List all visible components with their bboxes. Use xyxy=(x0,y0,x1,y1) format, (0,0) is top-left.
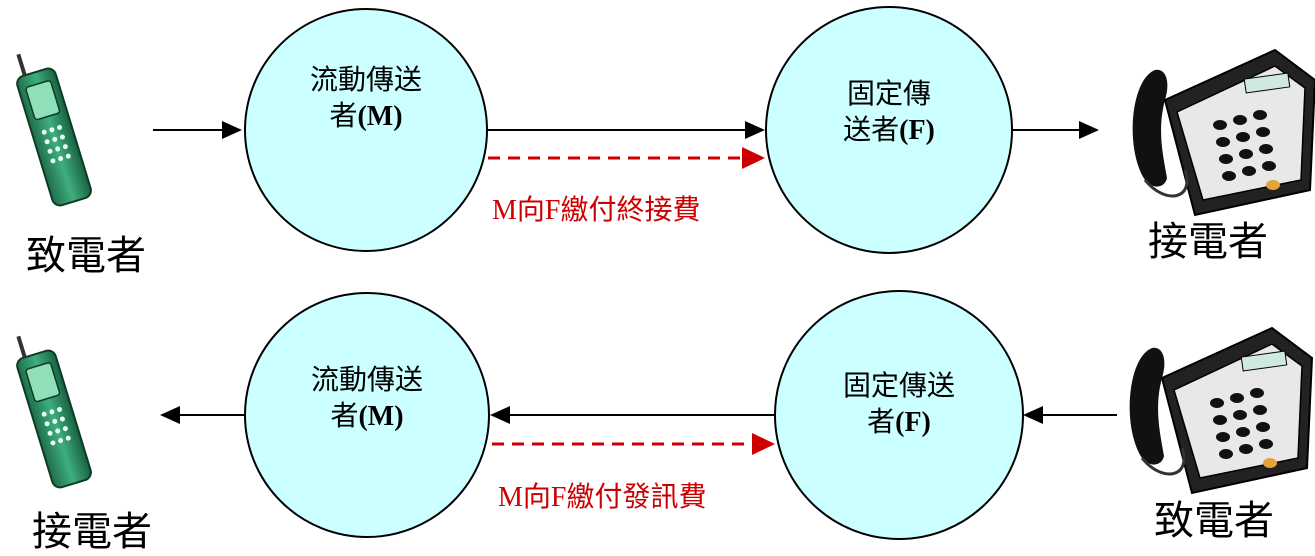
bottom-call-arrow-mobile-to-callee xyxy=(160,406,245,424)
desk-phone-icon xyxy=(1129,326,1314,495)
top-fixed-node-text: 固定傳 送者(F) xyxy=(789,76,989,149)
bottom-fee-arrow xyxy=(492,433,775,455)
bottom-callee-label: 接電者 xyxy=(32,509,152,555)
bottom-mobile-node-line2: 者(M) xyxy=(330,399,404,432)
bottom-mobile-node-line1: 流動傳送 xyxy=(310,363,423,396)
bottom-caller-label: 致電者 xyxy=(1154,498,1274,544)
bottom-mobile-node-text: 流動傳送 者(M) xyxy=(267,362,467,435)
desk-phone-icon xyxy=(1132,48,1315,217)
top-call-arrow-fixed-to-callee xyxy=(1012,121,1099,139)
top-call-arrow-caller-to-mobile xyxy=(153,121,242,139)
bottom-fixed-node-line2: 者(F) xyxy=(867,405,931,438)
top-fee-arrow xyxy=(488,147,765,169)
bottom-call-arrow-fixed-to-mobile xyxy=(490,406,775,424)
top-mobile-operator-node xyxy=(244,8,488,252)
top-fixed-node-line1: 固定傳 xyxy=(846,77,931,110)
top-mobile-node-line2: 者(M) xyxy=(329,99,403,132)
top-caller-label: 致電者 xyxy=(26,233,146,279)
top-callee-label: 接電者 xyxy=(1148,219,1268,265)
bottom-fixed-node-text: 固定傳送 者(F) xyxy=(799,368,999,441)
top-mobile-node-line1: 流動傳送 xyxy=(309,63,422,96)
bottom-fixed-node-line1: 固定傳送 xyxy=(842,369,955,402)
mobile-phone-icon xyxy=(16,335,92,489)
bottom-fee-label: M向F繳付發訊費 xyxy=(498,482,707,513)
bottom-call-arrow-caller-to-fixed xyxy=(1023,406,1117,424)
mobile-phone-icon xyxy=(16,53,92,207)
top-fixed-node-line2: 送者(F) xyxy=(843,113,935,146)
top-fee-label: M向F繳付終接費 xyxy=(492,195,701,226)
top-call-arrow-mobile-to-fixed xyxy=(488,121,765,139)
top-mobile-node-text: 流動傳送 者(M) xyxy=(266,62,466,135)
